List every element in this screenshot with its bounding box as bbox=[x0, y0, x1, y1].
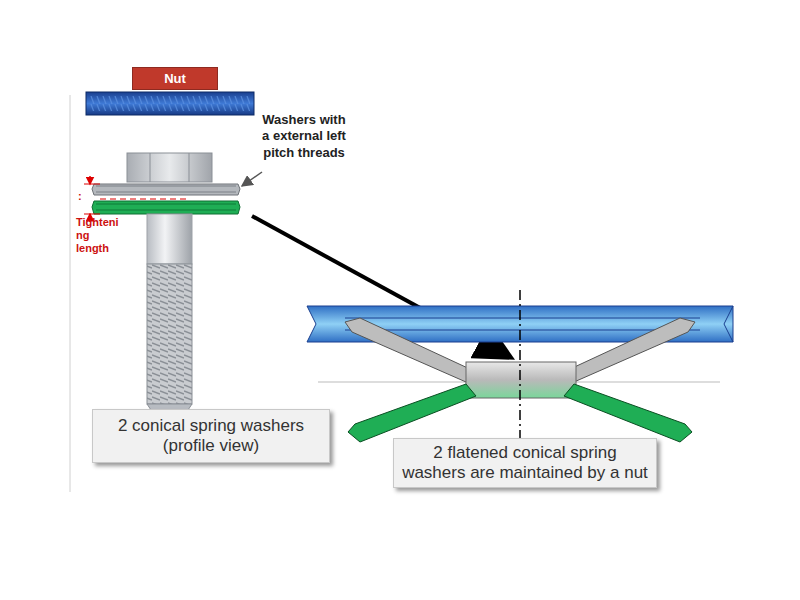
callout-label: Washers with a external left pitch threa… bbox=[258, 112, 350, 161]
box-text: 2 conical spring washers (profile view) bbox=[101, 416, 321, 456]
box-text: Nut bbox=[137, 71, 213, 86]
caption-box: 2 conical spring washers (profile view) bbox=[92, 409, 330, 463]
box-text: 2 flatened conical spring washers are ma… bbox=[402, 443, 648, 483]
label-box: Nut bbox=[132, 67, 218, 90]
dimension-label: Tighteni ng length bbox=[76, 216, 122, 256]
caption-box: 2 flatened conical spring washers are ma… bbox=[393, 438, 657, 488]
callout-label: : bbox=[78, 190, 86, 202]
